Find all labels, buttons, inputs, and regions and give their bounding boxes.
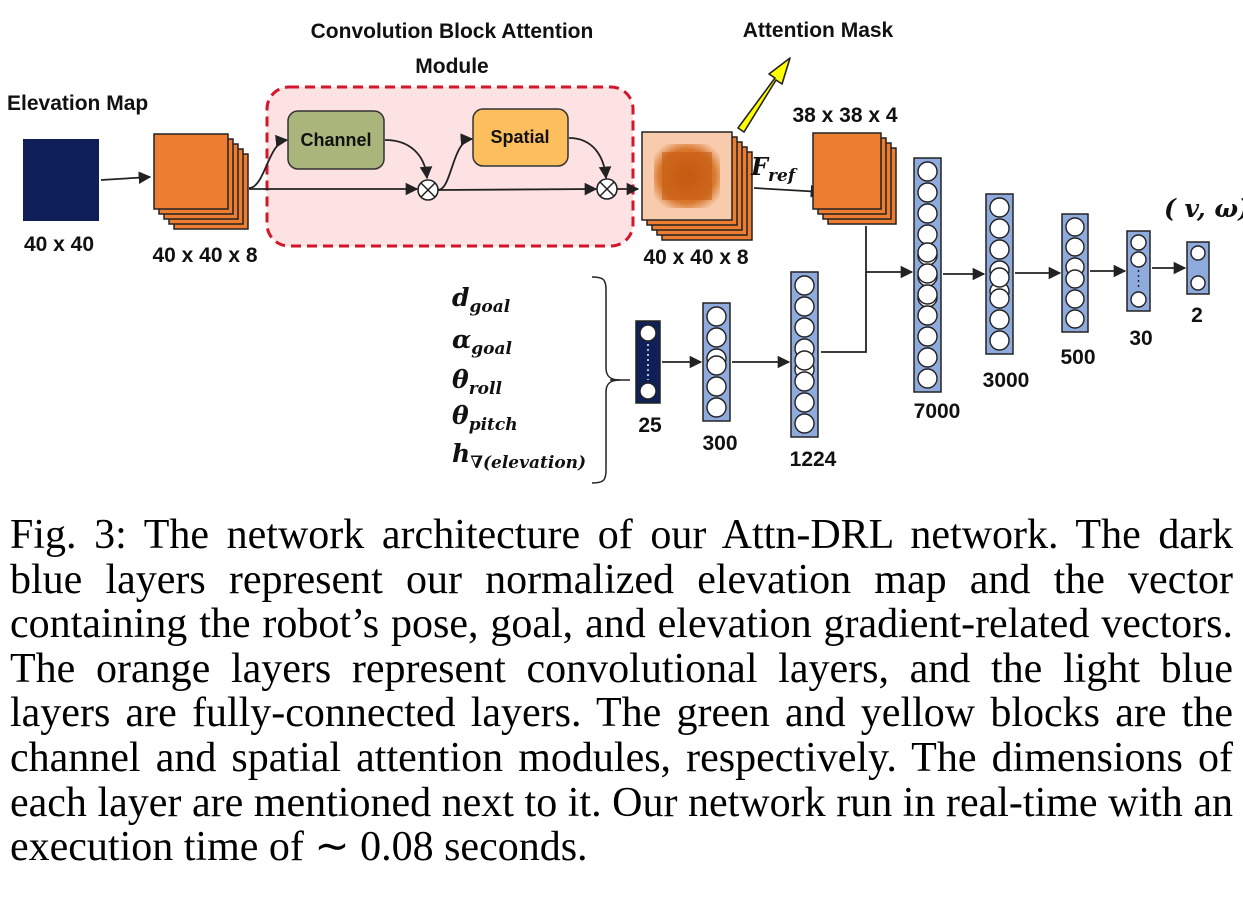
fc-layer-size-label: 25 [638, 414, 662, 437]
f-ref-label: Fref [750, 152, 798, 186]
state-h-gradient: h∇(elevation) [452, 439, 586, 473]
conv-layer-3 [812, 132, 897, 225]
attention-mask-arrow [737, 57, 791, 133]
state-inputs: dgoal αgoal θroll θpitch h∇(elevation) [452, 283, 586, 473]
conv-layer-2-refined [641, 131, 753, 241]
output-label: ( v, ω) [1164, 194, 1243, 223]
attention-mask-label: Attention Mask [743, 19, 894, 42]
fc-layer-30: 30 [1126, 230, 1153, 350]
state-theta-pitch: θpitch [452, 401, 518, 435]
network-architecture-diagram: Convolution Block Attention Module Eleva… [7, 19, 1243, 484]
figure-caption: Fig. 3: The network architecture of our … [10, 512, 1233, 871]
conv1-dim-label: 40 x 40 x 8 [152, 244, 257, 267]
conv3-dim-label: 38 x 38 x 4 [792, 104, 897, 127]
multiply-node-1 [417, 179, 439, 201]
fc-layer-size-label: 1224 [790, 448, 837, 471]
fc-layer-7000: 7000 [913, 157, 961, 423]
cbam-title-line2: Module [415, 55, 489, 78]
cbam-title-line1: Convolution Block Attention [311, 20, 594, 43]
spatial-label: Spatial [490, 127, 549, 147]
channel-attention-block [287, 110, 385, 170]
fc-layer-3000: 3000 [983, 193, 1030, 392]
elevation-map-label: Elevation Map [7, 92, 148, 115]
conv-layer-1 [153, 133, 249, 230]
fc-layer-size-label: 7000 [914, 400, 961, 423]
state-alpha-goal: αgoal [452, 325, 512, 359]
elevation-map-layer [23, 139, 99, 221]
state-theta-roll: θroll [452, 365, 502, 399]
fc-layer-1224: 1224 [790, 271, 837, 471]
fc-layer-25: 25 [635, 320, 662, 437]
fc-layer-size-label: 3000 [983, 369, 1030, 392]
fc-layer-size-label: 300 [702, 432, 737, 455]
input-dim-label: 40 x 40 [24, 233, 94, 256]
fc-layer-500: 500 [1060, 213, 1096, 369]
spatial-attention-block [472, 108, 569, 167]
fc-layer-2: 2 [1186, 241, 1210, 327]
fc-layer-size-label: 30 [1129, 327, 1152, 350]
state-d-goal: dgoal [452, 283, 511, 317]
fully-connected-layers: 25 300 1224 7000 3000 500 30 2 [635, 157, 1210, 471]
fc-layer-size-label: 2 [1191, 304, 1203, 327]
multiply-node-2 [596, 178, 618, 200]
fc-layer-size-label: 500 [1060, 346, 1095, 369]
channel-label: Channel [300, 130, 371, 150]
fc-layer-300: 300 [702, 302, 738, 455]
conv2-dim-label: 40 x 40 x 8 [643, 246, 748, 269]
